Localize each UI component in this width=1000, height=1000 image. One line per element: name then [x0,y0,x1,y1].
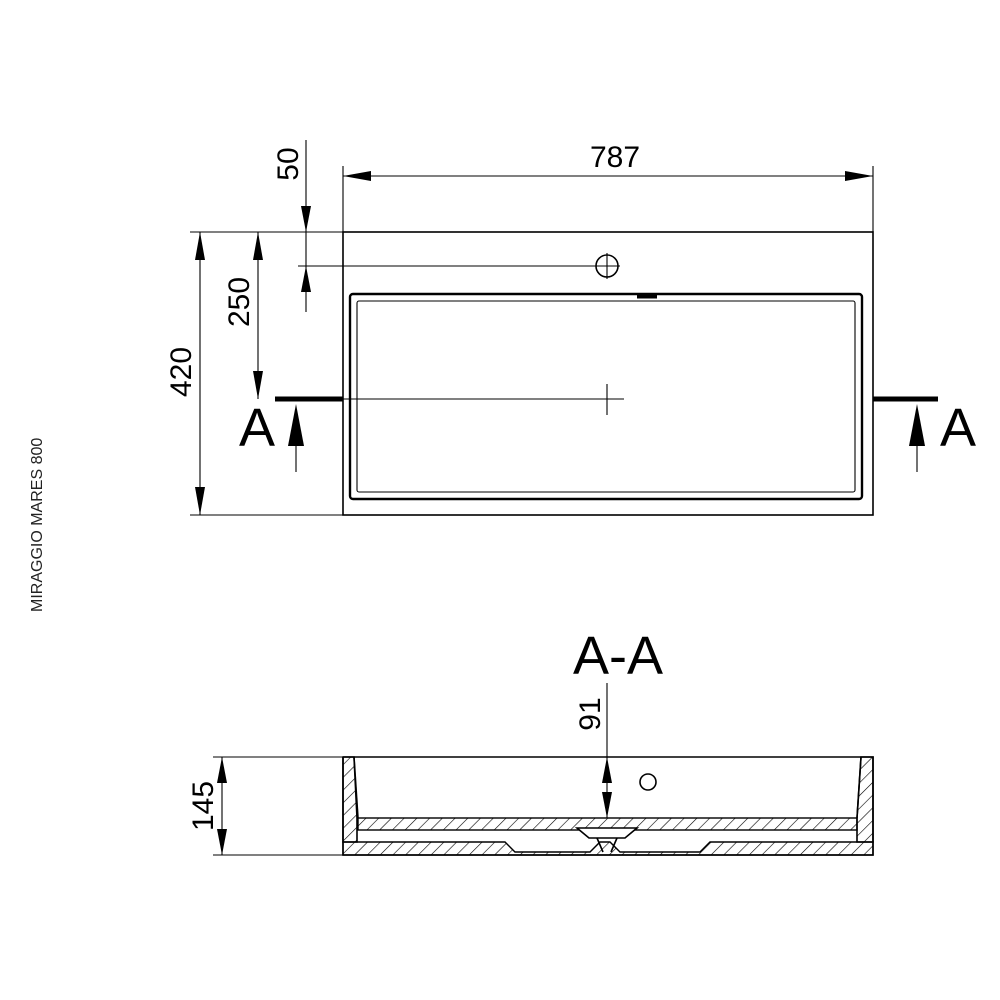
section-marker-left-label: A [239,398,275,458]
drain-center-mark [590,384,624,415]
bowl-outline [348,292,864,501]
depth-dimension-value: 420 [165,347,198,397]
bowl-depth-dimension: 91 [574,683,612,818]
left-wall-hatch [342,756,358,843]
bowl-inner-edge [356,300,856,493]
top-view: 787 420 250 50 [165,140,976,516]
tap-hole [594,253,620,279]
depth-dimension: 420 [165,231,343,516]
height-dimension: 145 [187,756,343,856]
section-title: A-A [573,626,663,686]
tap-hole-offset-dimension: 50 [272,140,594,312]
tap-hole-offset-value: 50 [272,147,305,180]
base-hatch [342,841,874,856]
model-label: MIRAGGIO MARES 800 [29,438,46,612]
drain-section [574,827,640,853]
basin-outline [342,231,874,516]
section-marker-right-label: A [940,398,976,458]
height-dimension-value: 145 [187,781,220,831]
section-marker-right: A [873,396,976,472]
width-dimension-value: 787 [590,141,640,174]
section-marker-left: A [239,396,590,472]
overflow-hole [639,773,657,791]
section-view: A-A 145 [187,626,874,856]
width-dimension: 787 [342,141,874,232]
center-offset-value: 250 [223,277,256,327]
bowl-depth-value: 91 [574,697,607,730]
center-offset-dimension: 250 [223,231,300,399]
